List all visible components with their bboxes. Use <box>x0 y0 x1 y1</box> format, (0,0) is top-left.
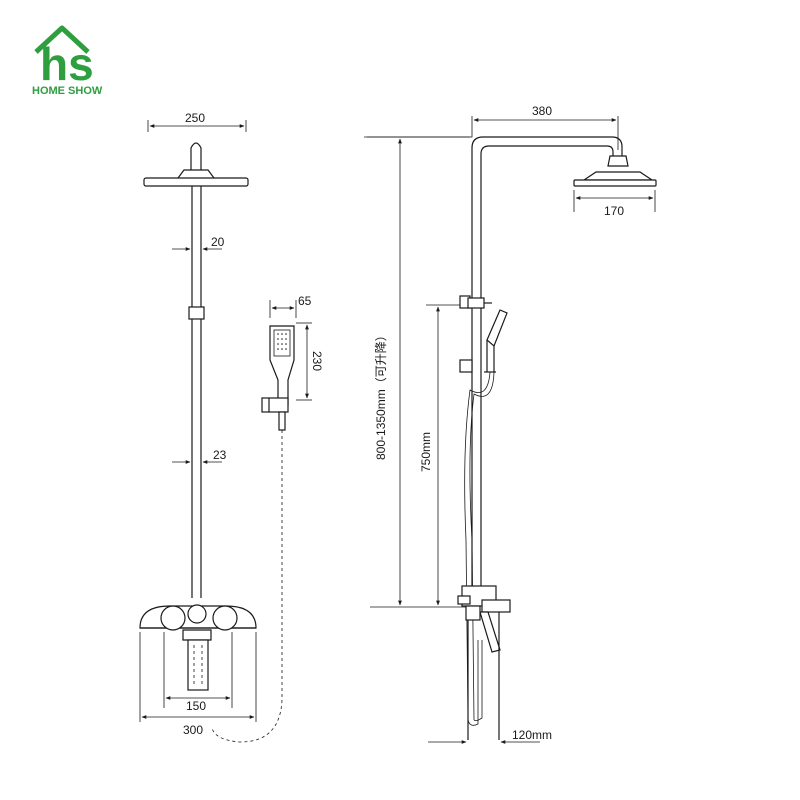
dim-head-diameter: 170 <box>604 204 624 218</box>
hand-shower-view: 65 230 <box>261 294 324 431</box>
roof-icon <box>34 25 90 54</box>
brand-mark: hs <box>40 38 94 90</box>
brand-logo: hs HOME SHOW <box>32 25 103 97</box>
brand-name: HOME SHOW <box>32 85 103 97</box>
dim-pipe-upper: 20 <box>211 235 225 249</box>
dim-valve-width: 300 <box>183 723 203 737</box>
dim-wall-offset: 120mm <box>512 728 552 742</box>
dim-arm-length: 380 <box>532 104 552 118</box>
dim-total-height: 800-1350mm（可升降） <box>374 329 388 460</box>
dim-spout-width: 150 <box>186 699 206 713</box>
dim-hand-length: 230 <box>310 351 324 371</box>
front-view: 250 20 23 150 <box>139 111 283 743</box>
dim-slide-height: 750mm <box>419 432 433 472</box>
dim-pipe-lower: 23 <box>213 448 227 462</box>
dim-hand-width: 65 <box>298 294 312 308</box>
dim-head-width: 250 <box>185 111 205 125</box>
side-view: 380 170 800-1350mm（可升降） 750mm <box>364 104 657 744</box>
